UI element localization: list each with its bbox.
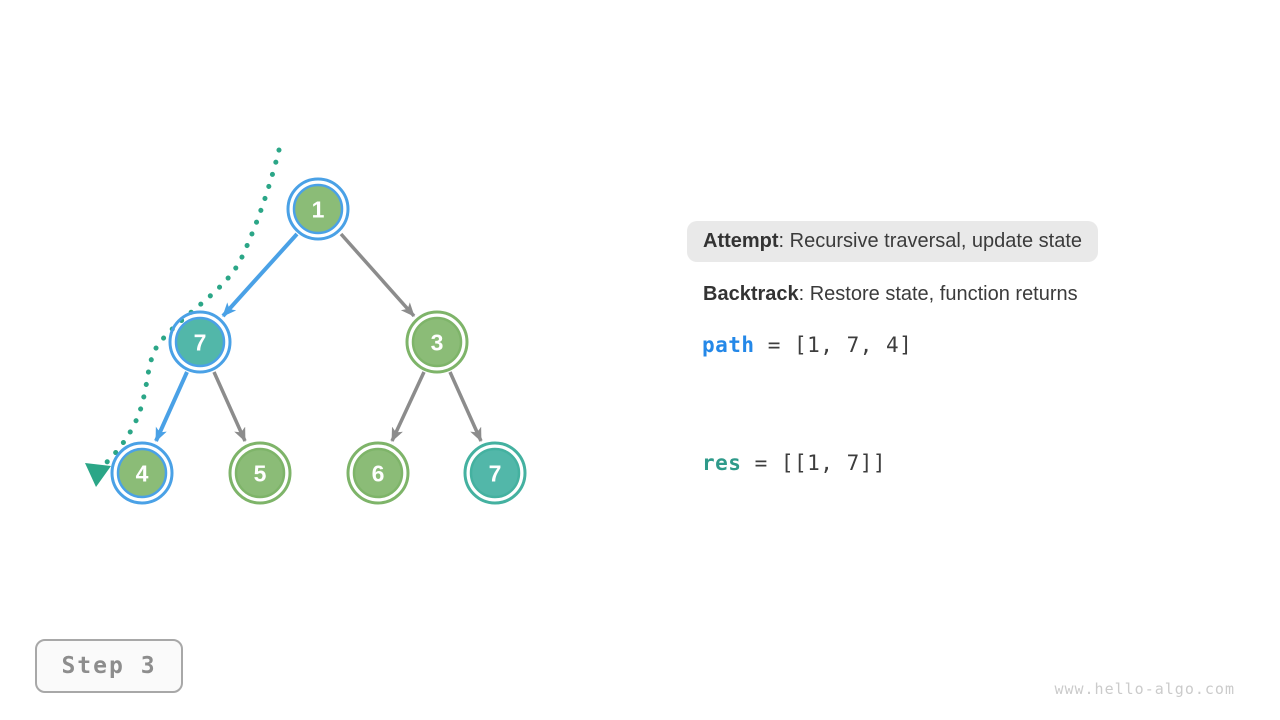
tree-node-7 <box>174 316 226 368</box>
watermark: www.hello-algo.com <box>1054 680 1235 698</box>
path-variable: path <box>702 333 755 357</box>
tree-node-7-outer-ring <box>463 441 527 505</box>
tree-node-5-outer-ring <box>228 441 292 505</box>
tree-edge-1-7 <box>221 232 299 318</box>
tree-node-5 <box>234 447 286 499</box>
tree-node-7 <box>469 447 521 499</box>
step-badge-label: Step 3 <box>61 653 157 679</box>
tree-node-3-outer-ring <box>405 310 469 374</box>
tree-node-value: 6 <box>372 460 385 486</box>
tree-node-value: 7 <box>194 329 207 355</box>
tree-node-value: 3 <box>431 329 444 355</box>
res-value: = [[1, 7]] <box>741 451 887 475</box>
tree-edge-7-5 <box>212 371 247 442</box>
step-badge: Step 3 <box>35 639 183 693</box>
res-state-line: res = [[1, 7]] <box>702 451 886 475</box>
attempt-label: Attempt <box>703 230 779 252</box>
tree-edge-3-7 <box>448 371 483 442</box>
tree-edge-3-6 <box>390 371 426 442</box>
backtrack-trace-arrowhead-icon <box>85 463 111 487</box>
tree-node-4 <box>116 447 168 499</box>
tree-node-value: 7 <box>489 460 502 486</box>
tree-node-1 <box>292 183 344 235</box>
backtrack-label: Backtrack <box>703 283 799 305</box>
path-state-line: path = [1, 7, 4] <box>702 333 912 357</box>
tree-node-3 <box>411 316 463 368</box>
tree-edge-1-3 <box>339 232 416 318</box>
backtrack-text: : Restore state, function returns <box>798 283 1078 305</box>
backtrack-trace-dotted-line <box>104 147 282 465</box>
res-variable: res <box>702 451 742 475</box>
backtrack-legend: Backtrack: Restore state, function retur… <box>703 283 1078 306</box>
tree-node-value: 4 <box>136 460 149 486</box>
attempt-legend-pill: Attempt: Recursive traversal, update sta… <box>687 221 1099 262</box>
tree-node-6-outer-ring <box>346 441 410 505</box>
attempt-text: : Recursive traversal, update state <box>778 230 1083 252</box>
path-value: = [1, 7, 4] <box>754 333 913 357</box>
tree-node-4-outer-ring <box>110 441 174 505</box>
tree-node-1-outer-ring <box>286 177 350 241</box>
tree-node-value: 1 <box>312 196 325 222</box>
tree-node-6 <box>352 447 404 499</box>
tree-node-7-outer-ring <box>168 310 232 374</box>
tree-node-value: 5 <box>254 460 267 486</box>
tree-edge-7-4 <box>154 371 189 442</box>
